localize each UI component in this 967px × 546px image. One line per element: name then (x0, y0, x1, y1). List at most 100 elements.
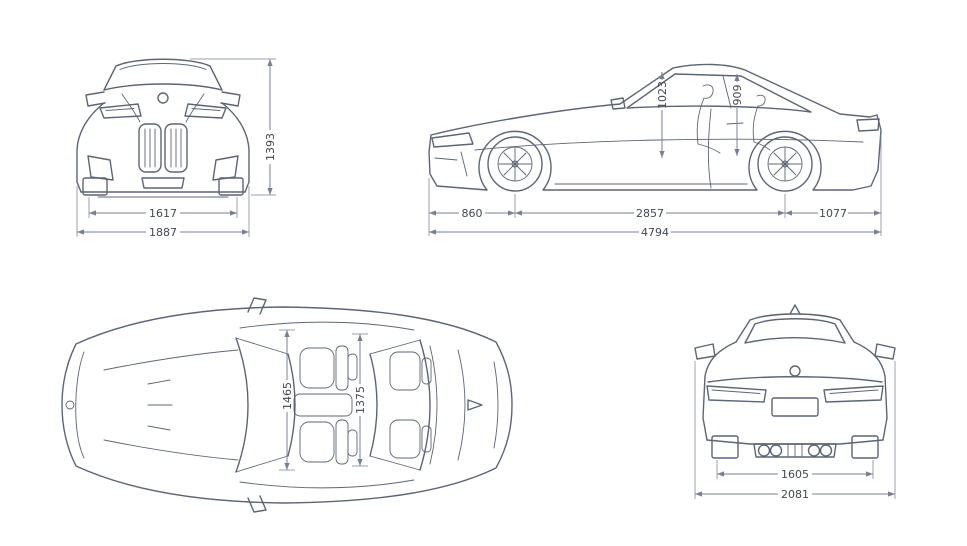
hood-crease-left (121, 93, 141, 123)
dim-front-headroom: 1023 (656, 72, 669, 158)
headlight (431, 132, 474, 148)
bmw-roundel-icon (157, 92, 169, 104)
taillight-right-detail (829, 389, 879, 394)
b-pillar (722, 75, 732, 109)
front-seats (299, 345, 358, 465)
dim-front-interior-width: 1465 (279, 329, 295, 471)
exhaust-tips (757, 444, 833, 457)
front-wheel (487, 136, 543, 192)
dim-width-incl-mirrors: 2081 (695, 488, 895, 501)
front-view-car-drawing (76, 58, 250, 198)
shoulder-line-top (239, 321, 415, 331)
side-mirror-left (85, 91, 106, 107)
hood-crease-right (185, 93, 205, 123)
front-bumper-detail (434, 151, 468, 177)
a-pillar-top (235, 337, 289, 355)
front-bumper-line (75, 351, 85, 459)
c-pillar-right (839, 319, 855, 343)
hood-crease-top (103, 349, 239, 371)
antenna-fin (789, 304, 801, 315)
kidney-grille-right (164, 123, 188, 173)
rear-view-dimensions: 1605 2081 (694, 361, 896, 501)
overall-height-label: 1393 (264, 133, 277, 161)
hood-vents (147, 379, 173, 431)
wheel-left (711, 435, 739, 459)
top-view: 1465 1375 (61, 297, 513, 513)
side-mirror-right (874, 343, 896, 360)
c-pillar-top (369, 339, 421, 355)
body-side-right (853, 341, 888, 441)
side-intake-left (87, 155, 114, 181)
rear-interior-width-label: 1375 (354, 386, 367, 414)
a-pillar-left (103, 65, 117, 91)
hood-crease-bottom (103, 439, 239, 461)
dim-wheelbase: 2857 (515, 207, 785, 220)
kidney-grille-left (138, 123, 162, 173)
dim-rear-headroom: 909 (731, 74, 744, 156)
taillight-left-detail (711, 389, 761, 394)
side-view-car-drawing (428, 63, 882, 192)
side-mirror-bottom (247, 495, 267, 513)
bmw-roundel-icon (789, 365, 801, 377)
front-interior-width-label: 1465 (281, 382, 294, 410)
roof-rear-line (369, 353, 378, 457)
rear-window-line (419, 339, 431, 471)
a-pillar-bottom (235, 455, 289, 473)
diffuser-slats (787, 444, 803, 457)
overall-length-label: 4794 (641, 226, 669, 239)
wheel-spokes (498, 147, 532, 181)
trunk-line (457, 349, 466, 461)
a-pillar-right (209, 65, 223, 91)
dim-rear-track-width: 1605 (717, 468, 873, 481)
body-outline (428, 63, 882, 191)
antenna-fin (467, 399, 483, 411)
side-windows (626, 73, 812, 113)
width-incl-mirrors-label: 2081 (781, 488, 809, 501)
door-cut-line (707, 108, 712, 189)
front-view: 1617 1887 1393 (76, 58, 277, 239)
body-side-left (76, 102, 105, 193)
side-view: 1023 909 860 2857 (428, 63, 882, 239)
windshield-cowl (235, 337, 249, 473)
headlight-right-detail (191, 108, 221, 111)
rear-view: 1605 2081 (694, 304, 896, 501)
c-pillar-left (735, 319, 751, 343)
center-intake (141, 177, 185, 189)
character-line (474, 138, 864, 151)
taillight (856, 118, 880, 132)
rear-overhang-label: 1077 (819, 207, 847, 220)
headlight-left (99, 103, 142, 119)
rear-headroom-label: 909 (731, 85, 744, 106)
side-mirror-left (694, 343, 716, 360)
rear-seats (389, 345, 438, 465)
rear-track-width-label: 1605 (781, 468, 809, 481)
taillight-left (706, 385, 767, 403)
top-view-car-drawing (61, 297, 513, 513)
front-headroom-label: 1023 (656, 81, 669, 109)
body-outline (61, 306, 513, 504)
roof-line (749, 313, 841, 321)
rear-seat-silhouette (752, 94, 771, 151)
taillight-right (823, 385, 884, 403)
roof-inner-line (119, 63, 207, 70)
side-intake-right (212, 155, 239, 181)
dim-rear-overhang: 1077 (785, 207, 881, 220)
body-side-right (221, 102, 250, 193)
top-view-dimensions: 1465 1375 (279, 329, 368, 471)
dim-front-overall-width: 1887 (77, 226, 249, 239)
rear-edge-line (493, 361, 499, 449)
center-console (293, 393, 353, 417)
front-seat-silhouette (696, 84, 721, 154)
side-mirror-top (247, 297, 267, 315)
wheelbase-label: 2857 (636, 207, 664, 220)
headlight-left-detail (105, 108, 135, 111)
roof-line (115, 58, 211, 67)
side-mirror-right (220, 91, 241, 107)
front-overhang-label: 860 (462, 207, 483, 220)
headlight-right (184, 103, 227, 119)
c-pillar-bottom (369, 455, 421, 471)
wheel-right (851, 435, 879, 459)
dim-rear-interior-width: 1375 (352, 333, 368, 467)
windshield-base (103, 83, 223, 91)
door-handle (726, 122, 744, 125)
